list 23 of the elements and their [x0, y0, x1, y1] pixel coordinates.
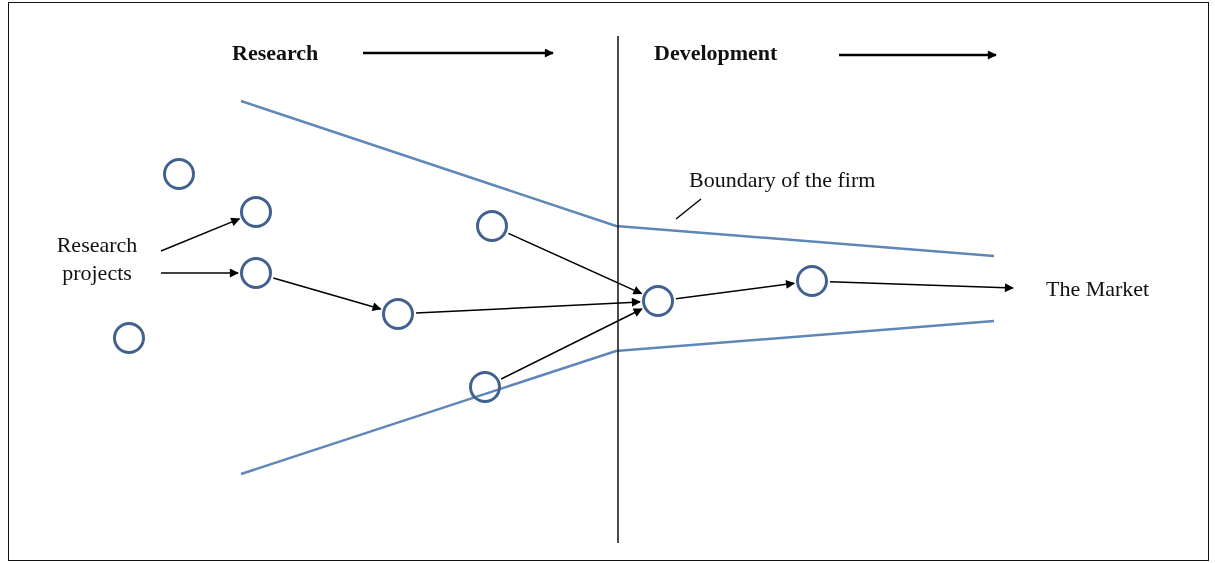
project-circle	[163, 158, 195, 190]
project-circle	[240, 196, 272, 228]
section-heading: Development	[654, 39, 778, 67]
callout-text: Boundary of the firm	[689, 166, 949, 194]
project-circle	[240, 257, 272, 289]
arrow	[675, 279, 796, 300]
project-circle	[476, 210, 508, 242]
arrow	[160, 217, 241, 252]
project-circle	[796, 265, 828, 297]
arrow	[272, 277, 382, 312]
arrow	[160, 268, 239, 278]
node-label: The Market	[1046, 275, 1196, 303]
arrow	[500, 308, 643, 380]
arrow	[415, 297, 641, 314]
leader-line	[675, 198, 702, 220]
project-circle	[642, 285, 674, 317]
project-circle	[469, 371, 501, 403]
node-label: Research projects	[37, 231, 157, 287]
project-circle	[382, 298, 414, 330]
arrow	[829, 280, 1014, 293]
section-heading: Research	[232, 39, 319, 67]
arrow	[507, 232, 643, 295]
project-circle	[113, 322, 145, 354]
